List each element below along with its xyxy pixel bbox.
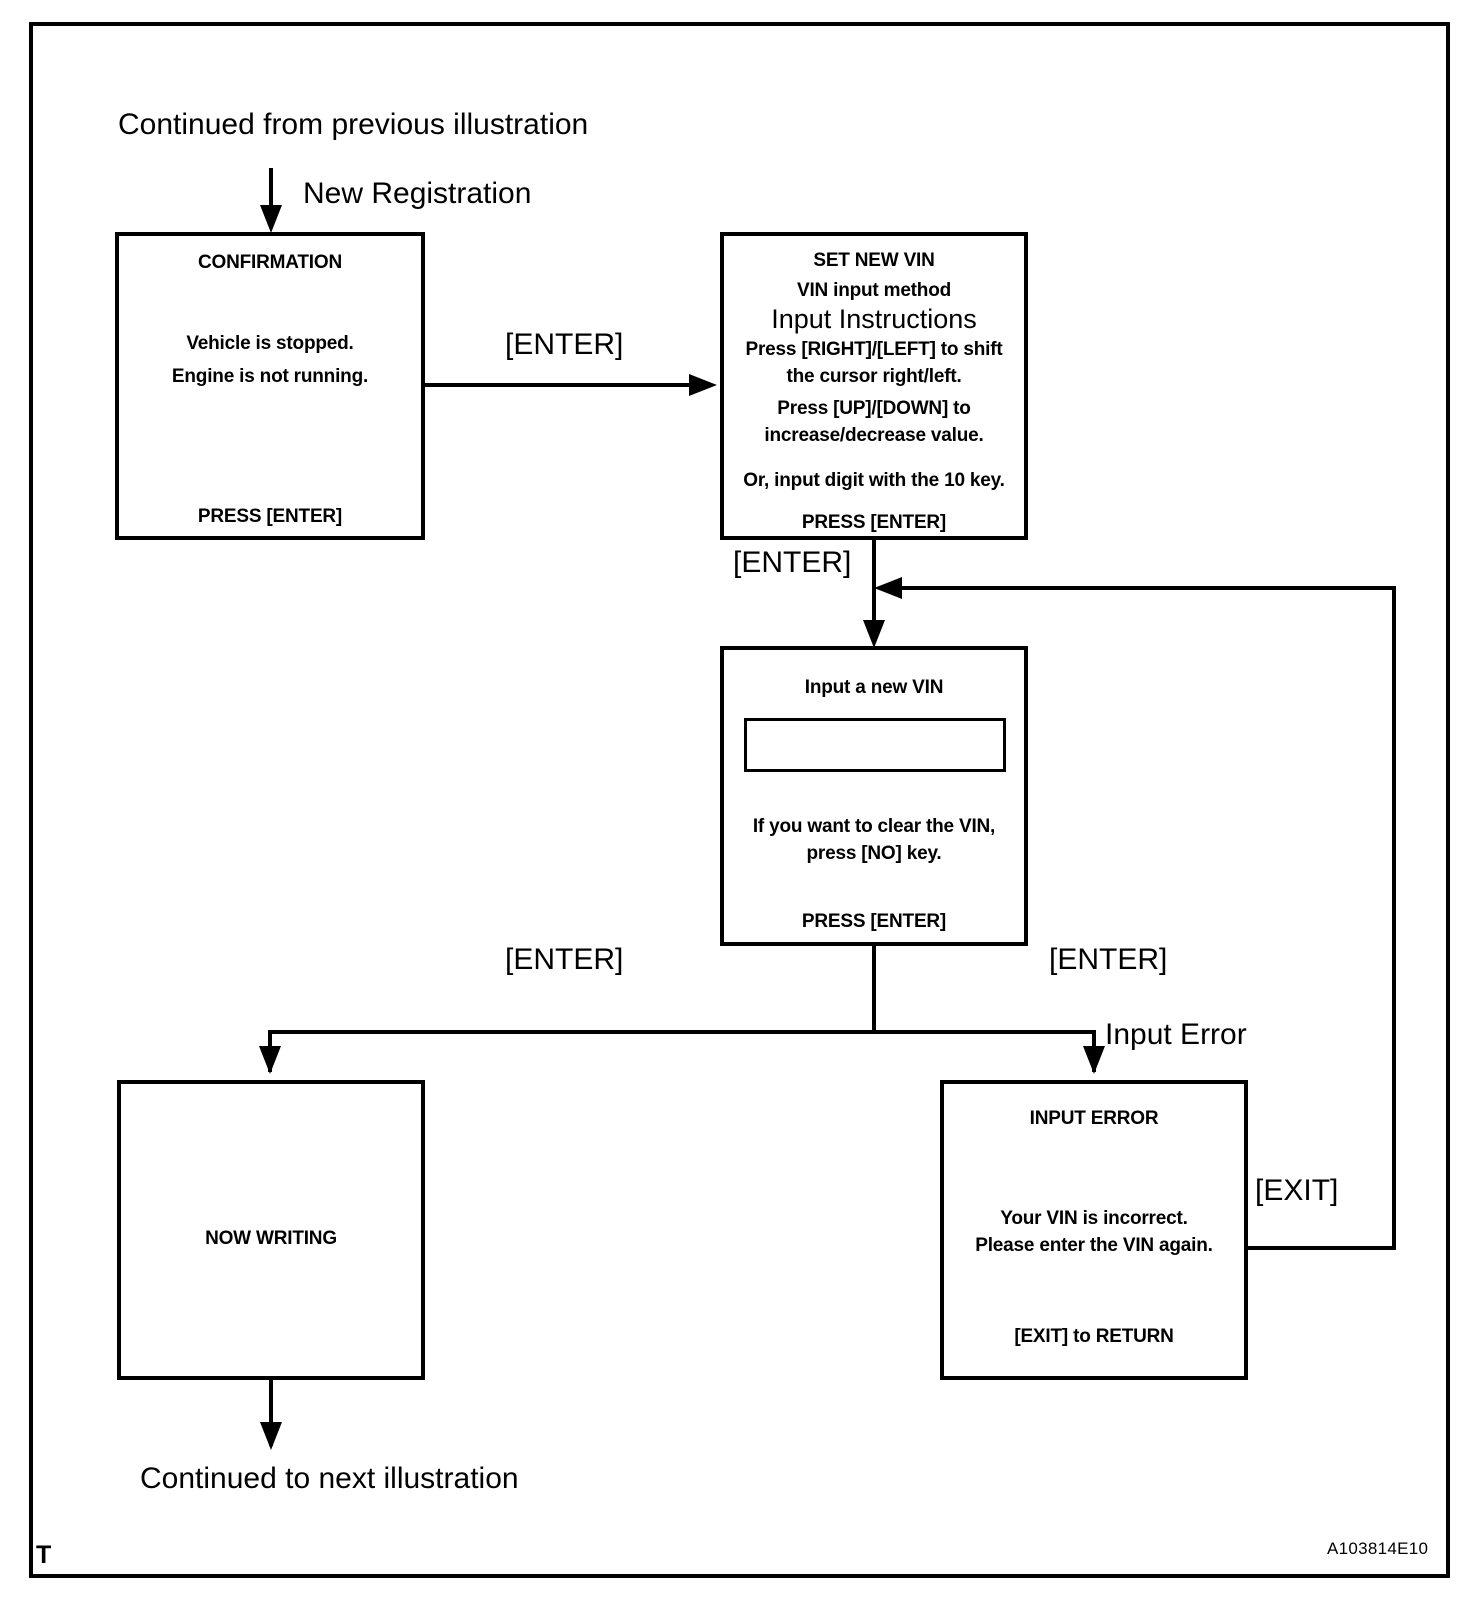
enter-label-setvin-to-inputvin: [ENTER] — [733, 546, 852, 579]
input-error-title: INPUT ERROR — [1029, 1108, 1159, 1129]
setvin-heading: Input Instructions — [771, 304, 977, 334]
setvin-instruction-1a: Press [RIGHT]/[LEFT] to shift — [745, 339, 1003, 360]
setvin-subtitle: VIN input method — [796, 280, 952, 301]
entry-arrowhead-icon — [260, 205, 282, 233]
vin-input-field[interactable] — [744, 718, 1006, 772]
confirmation-body-line-1: Vehicle is stopped. — [186, 333, 354, 354]
confirmation-to-setvin-line — [425, 383, 693, 387]
screen-input-error[interactable]: INPUT ERROR Your VIN is incorrect. Pleas… — [940, 1080, 1248, 1380]
input-error-body-line-2: Please enter the VIN again. — [975, 1235, 1213, 1256]
continued-to-next-note: Continued to next illustration — [140, 1462, 519, 1495]
inputvin-hint-line-1: If you want to clear the VIN, — [752, 816, 996, 837]
fork-right-arrowhead-icon — [1083, 1046, 1105, 1074]
setvin-instruction-2a: Press [UP]/[DOWN] to — [777, 398, 971, 419]
setvin-instruction-2b: increase/decrease value. — [764, 425, 984, 446]
inputvin-footer: PRESS [ENTER] — [801, 911, 947, 932]
inputvin-fork-stem — [872, 946, 876, 1034]
enter-label-right-branch: [ENTER] — [1049, 943, 1168, 976]
illustration-frame — [29, 22, 1450, 1578]
screen-input-new-vin[interactable]: Input a new VIN If you want to clear the… — [720, 646, 1028, 946]
input-error-label: Input Error — [1105, 1018, 1247, 1051]
now-writing-exit-line — [269, 1380, 273, 1446]
continued-from-previous-note: Continued from previous illustration — [118, 108, 589, 141]
setvin-footer: PRESS [ENTER] — [801, 512, 947, 533]
setvin-to-inputvin-arrowhead-icon — [863, 620, 885, 648]
screen-confirmation[interactable]: CONFIRMATION Vehicle is stopped. Engine … — [115, 232, 425, 540]
entry-connector-line — [269, 168, 273, 210]
enter-label-confirmation-to-setvin: [ENTER] — [505, 328, 624, 361]
inputvin-hint-line-2: press [NO] key. — [806, 843, 942, 864]
confirmation-footer: PRESS [ENTER] — [197, 506, 343, 527]
inputvin-title: Input a new VIN — [804, 677, 944, 698]
new-registration-label: New Registration — [303, 177, 532, 210]
confirmation-body-line-2: Engine is not running. — [171, 366, 369, 387]
setvin-title: SET NEW VIN — [813, 250, 935, 271]
enter-label-left-branch: [ENTER] — [505, 943, 624, 976]
input-error-footer: [EXIT] to RETURN — [1014, 1326, 1174, 1347]
exit-label: [EXIT] — [1255, 1174, 1339, 1207]
setvin-instruction-3: Or, input digit with the 10 key. — [743, 470, 1005, 491]
error-loop-right-line — [1392, 586, 1396, 1250]
error-loop-bottom-line — [1244, 1246, 1396, 1250]
screen-set-new-vin[interactable]: SET NEW VIN VIN input method Input Instr… — [720, 232, 1028, 540]
fork-left-arrowhead-icon — [259, 1046, 281, 1074]
now-writing-exit-arrowhead-icon — [260, 1422, 282, 1450]
confirmation-title: CONFIRMATION — [198, 252, 342, 273]
error-loop-arrowhead-icon — [874, 577, 902, 599]
now-writing-title: NOW WRITING — [205, 1228, 337, 1249]
confirmation-to-setvin-arrowhead-icon — [689, 374, 717, 396]
error-loop-top-line — [900, 586, 1396, 590]
input-error-body-line-1: Your VIN is incorrect. — [1000, 1208, 1188, 1229]
page-marker: T — [36, 1541, 52, 1569]
setvin-instruction-1b: the cursor right/left. — [786, 366, 962, 387]
screen-now-writing[interactable]: NOW WRITING — [117, 1080, 425, 1380]
figure-code: A103814E10 — [1327, 1539, 1429, 1558]
inputvin-fork-bar — [268, 1030, 1096, 1034]
